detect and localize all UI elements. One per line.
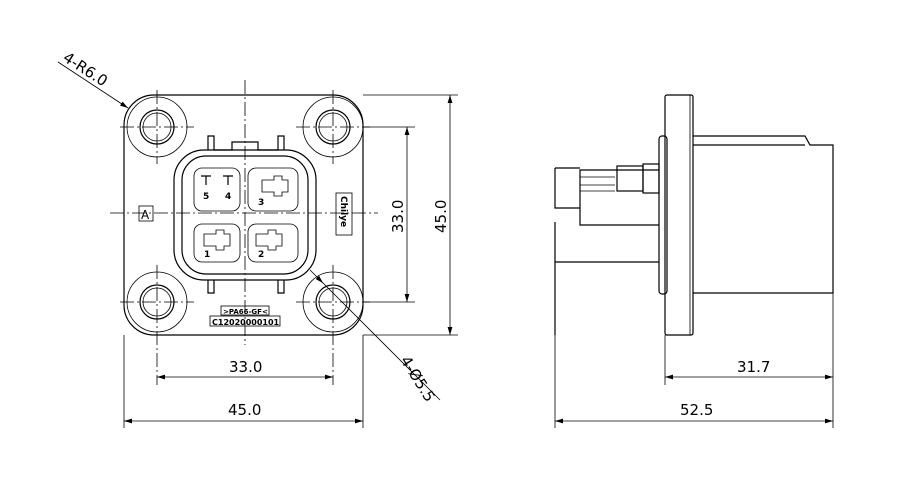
side-flange [664,94,694,336]
pin-cavity [193,223,241,263]
dim-body: 31.7 [737,358,770,376]
side-plug [579,169,659,226]
mounting-hole [296,265,370,385]
mounting-hole [120,265,194,385]
brand-mark-box [335,192,353,236]
dim-horizontal-inner: 33.0 [229,358,262,376]
part-number: C12020000101 [212,318,280,327]
pin-label: 4 [225,192,231,202]
pin-label: 3 [258,198,264,208]
terminal-icon [203,229,231,251]
mounting-hole [120,90,194,164]
datum-label: A [141,208,150,222]
side-collar [642,163,660,194]
terminal-icon [255,229,283,251]
terminal-icon [261,175,289,197]
pin-label: 2 [258,250,264,260]
side-lower-body [554,222,659,335]
dim-total: 52.5 [680,401,713,419]
dim-vertical-outer: 45.0 [432,200,450,233]
pin-cavity [247,223,299,263]
material-label-box [220,305,270,316]
side-body [693,135,834,294]
dim-vertical-inner: 33.0 [389,200,407,233]
part-number-box [209,315,281,327]
radius-leader [57,61,129,109]
signal-pin-icon [201,175,233,185]
side-plug-front [554,167,580,209]
side-gasket [658,135,668,295]
brand-mark: Chilye [338,196,348,227]
flange-outline [123,94,364,336]
pin-label: 1 [204,250,210,260]
hole-callout: 4-Ø5.5 [397,353,439,405]
material-label: >PA66-GF< [223,308,268,316]
mounting-holes [120,90,370,385]
pin-label: 5 [203,192,209,202]
pin-cavity [247,167,299,212]
connector-housing: 5 4 3 1 2 Chilye [173,135,353,294]
front-view: 5 4 3 1 2 Chilye A >PA66-GF< C1202000010… [57,48,458,428]
datum-box [138,205,154,222]
mounting-hole [296,90,370,164]
dim-horizontal-outer: 45.0 [228,401,261,419]
radius-callout: 4-R6.0 [60,48,111,90]
side-view: 31.7 52.5 [554,94,834,428]
pin-cavity [193,167,241,212]
